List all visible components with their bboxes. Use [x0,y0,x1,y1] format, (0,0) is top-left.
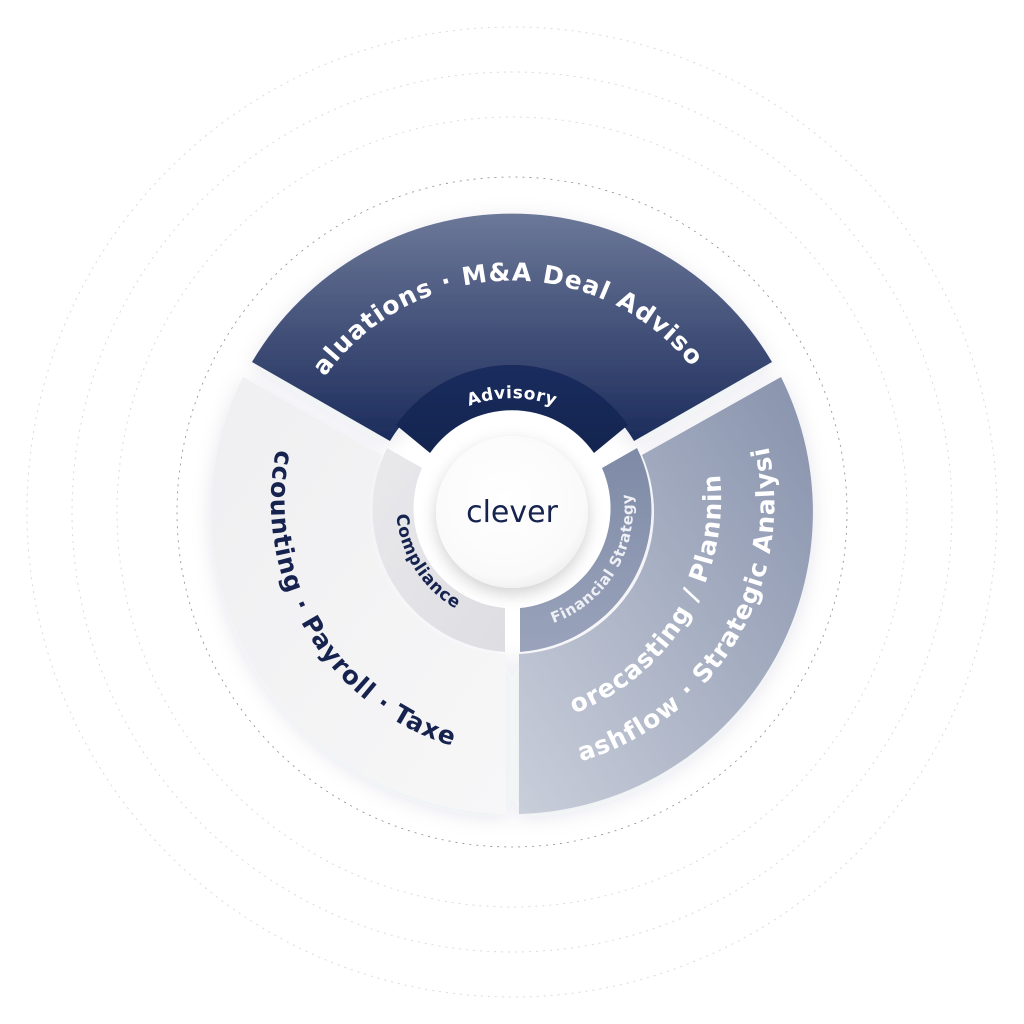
outer-ring [211,213,813,814]
hub-circle[interactable] [436,436,588,588]
inner-segment-compliance[interactable] [372,448,505,652]
hub-label: clever [466,495,558,530]
inner-ring [372,364,652,652]
decorative-rings [26,26,998,998]
inner-segment-strategy[interactable] [520,448,652,652]
outer-segment-advisory[interactable] [252,213,772,441]
outer-segment-strategy[interactable] [519,377,813,814]
outer-segment-compliance[interactable] [211,377,506,814]
outer-dotted-ring [176,176,848,848]
inner-segment-advisory[interactable] [396,364,628,453]
outer-dotted-ring [71,71,953,953]
hub[interactable]: clever [436,436,588,588]
outer-dotted-ring [26,26,998,998]
outer-dotted-ring [116,116,908,908]
